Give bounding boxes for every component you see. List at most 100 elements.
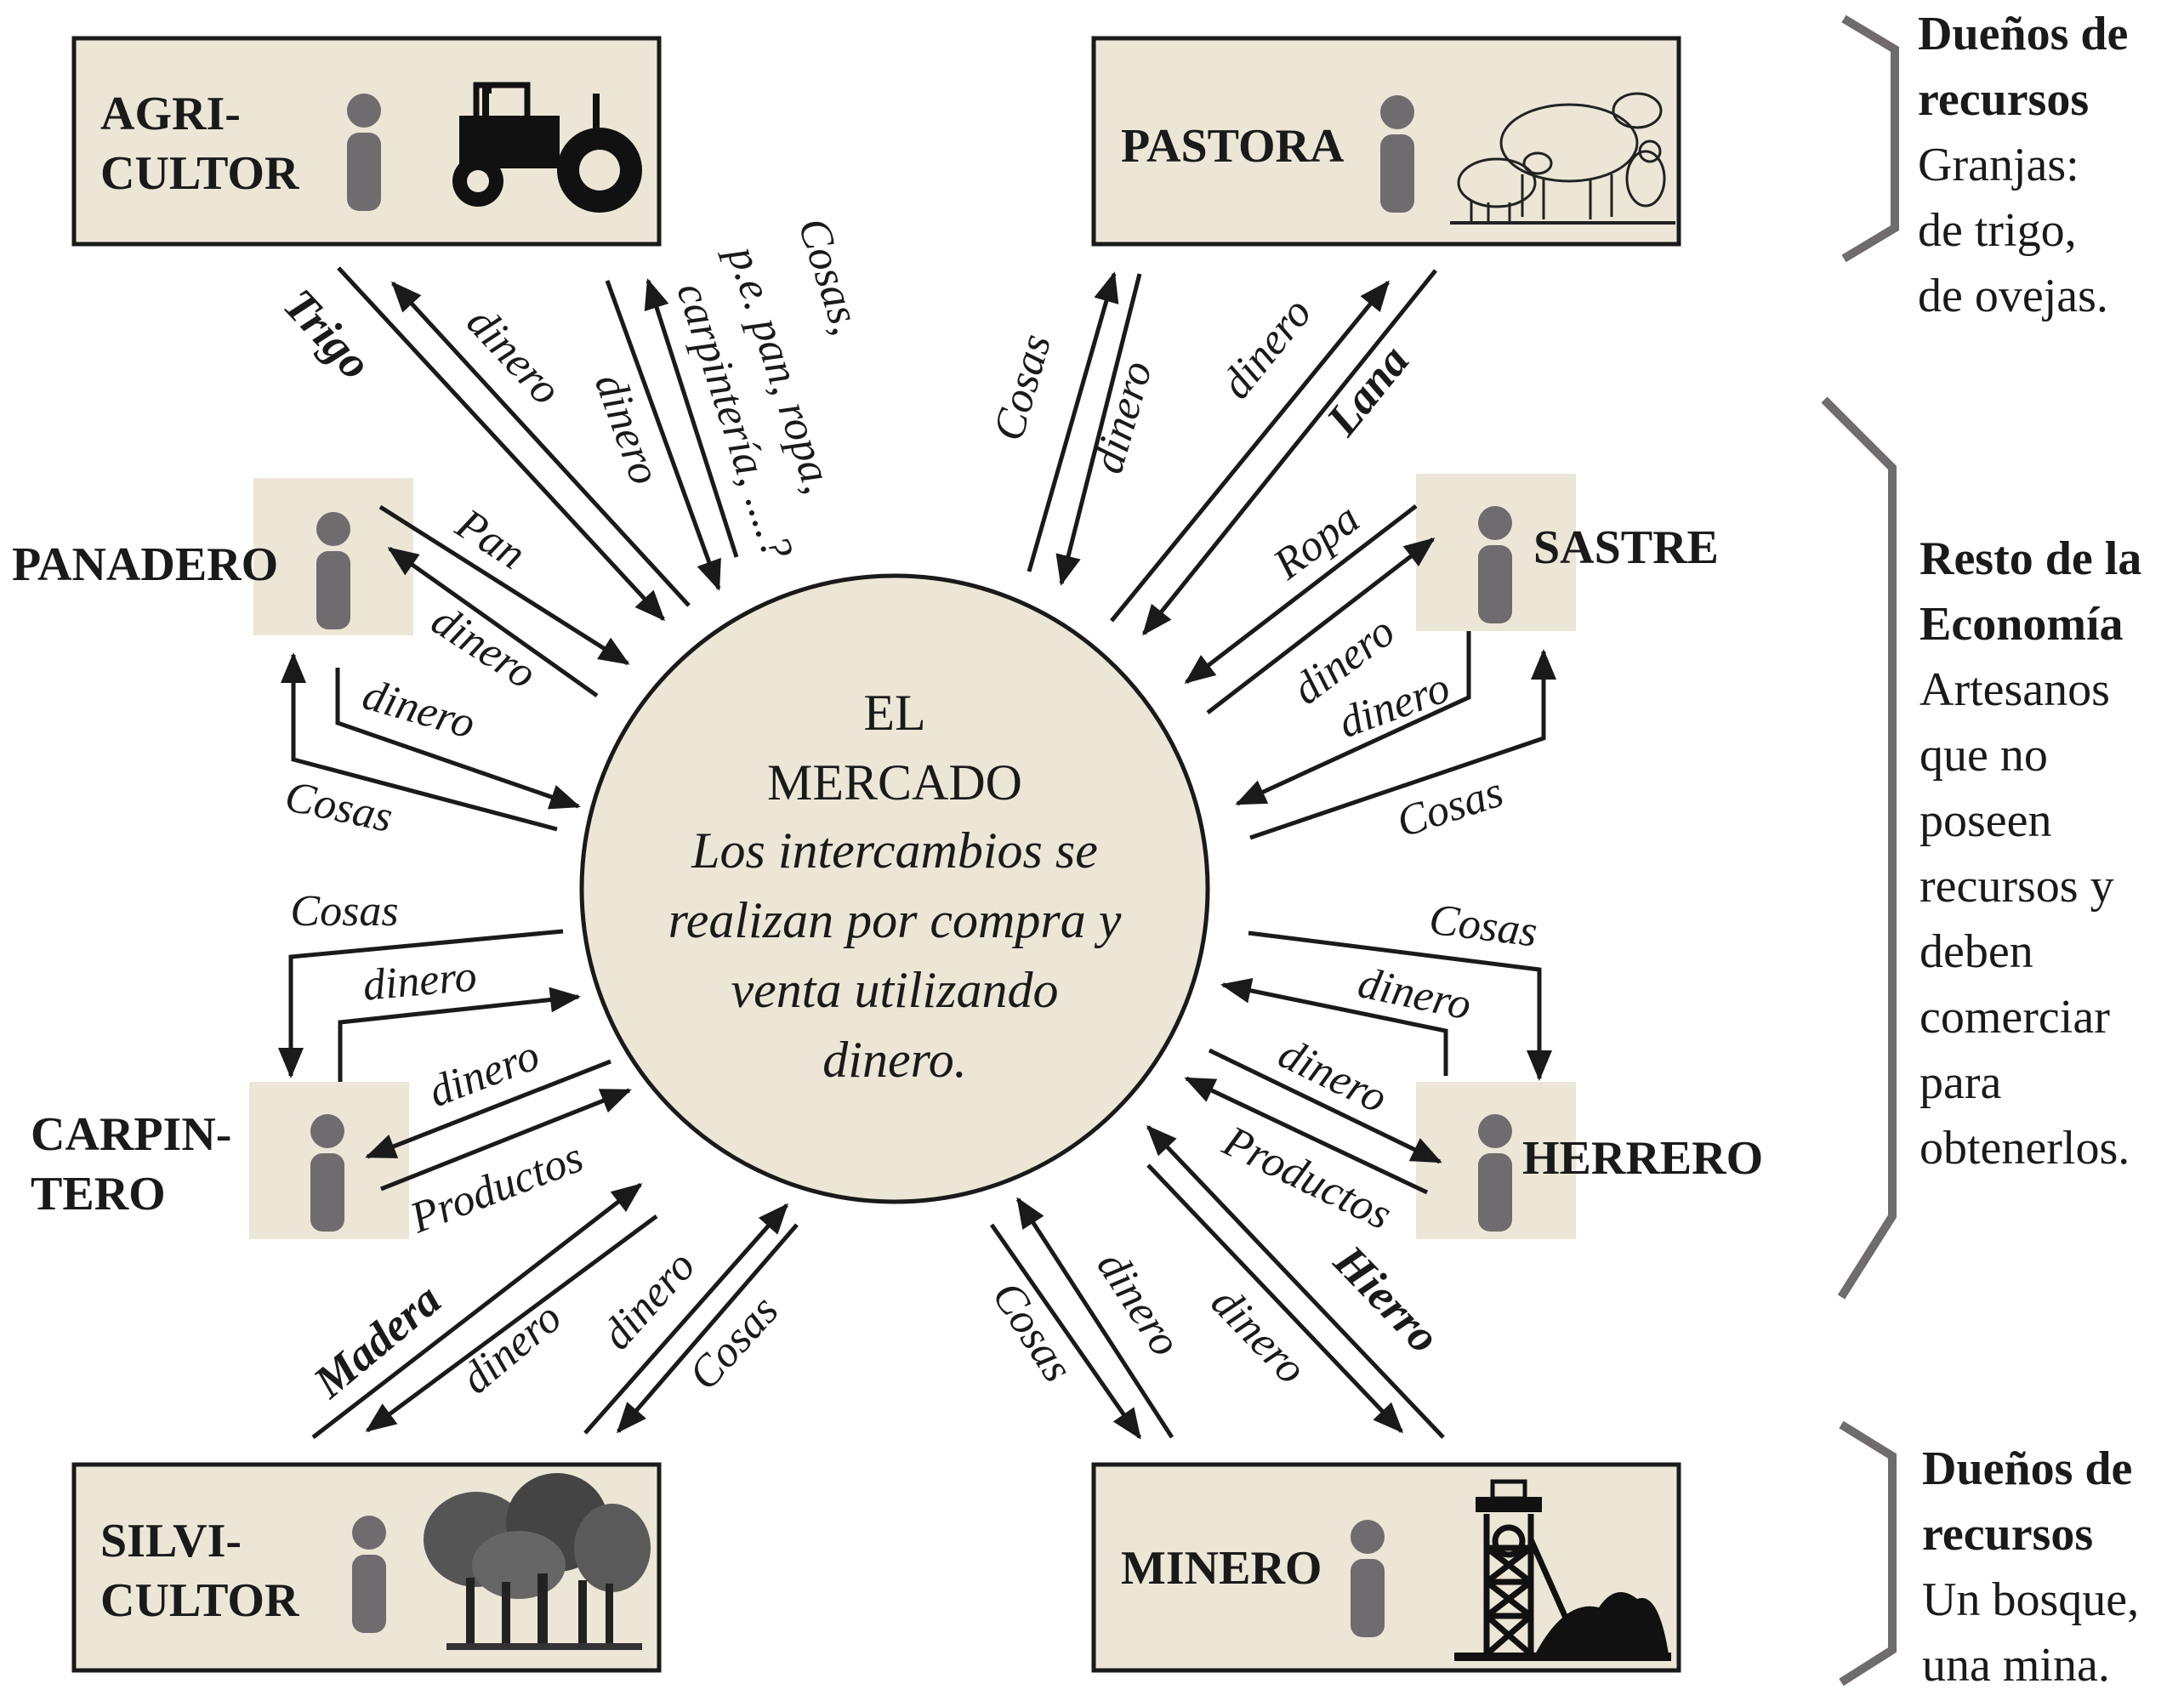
label-silvi-dinero-out: dinero	[593, 1242, 705, 1359]
silvicultor-label-line2: CULTOR	[100, 1574, 299, 1627]
market-desc-line3: venta utilizando	[731, 962, 1059, 1018]
arrow-panadero-dinero-out	[335, 668, 581, 810]
carpintero-label-line2: TERO	[31, 1168, 166, 1220]
arrow-minero-dinero-out	[1015, 1197, 1174, 1439]
minero-label: MINERO	[1121, 1542, 1322, 1595]
arrow-panadero-dinero-in	[387, 546, 599, 698]
label-pan: Pan	[446, 499, 533, 579]
arrow-pastora-cosas	[1027, 271, 1119, 572]
arrow-pan	[378, 504, 630, 666]
sidebar-middle-heading1: Resto de la	[1920, 532, 2141, 585]
sidebar-middle-heading2: Economía	[1920, 598, 2124, 651]
sastre-box	[1416, 474, 1576, 631]
label-panadero-dinero-in: dinero	[423, 596, 544, 699]
sidebar-bottom-heading2: recursos	[1922, 1508, 2093, 1561]
sidebar-top-heading2: recursos	[1918, 73, 2089, 126]
market-title-line2: MERCADO	[767, 754, 1022, 811]
person-icon	[1478, 506, 1512, 623]
sidebar-top-line2: de trigo,	[1918, 204, 2077, 257]
sidebar-middle-line4: recursos y	[1920, 860, 2114, 913]
arrow-lana	[1142, 269, 1437, 636]
arrow-agri-dinero-in	[390, 281, 691, 607]
pastora-label: PASTORA	[1121, 120, 1345, 173]
arrow-sastre-dinero-out	[1235, 631, 1471, 806]
arrow-silvi-dinero-in	[365, 1214, 658, 1433]
sidebar-middle-line6: comerciar	[1920, 991, 2110, 1044]
carpintero-label-line1: CARPIN-	[31, 1108, 231, 1161]
sidebar-middle-line7: para	[1920, 1056, 2002, 1109]
sidebar-middle-line2: que no	[1920, 729, 2048, 782]
arrow-carpintero-cosas	[278, 929, 564, 1078]
person-icon	[316, 512, 350, 629]
arrow-herrero-cosas	[1248, 930, 1552, 1081]
label-hierro: Hierro	[1324, 1235, 1450, 1363]
person-icon	[310, 1114, 344, 1232]
person-icon	[347, 94, 381, 211]
bracket-middle	[1821, 396, 1897, 1300]
agricultor-label-line1: AGRI-	[100, 88, 241, 140]
arrow-agri-dinero-out	[605, 280, 721, 591]
mine-headframe-icon	[1454, 1479, 1671, 1661]
person-icon	[352, 1516, 386, 1633]
bracket-bottom	[1839, 1420, 1897, 1687]
market-desc-line1: Los intercambios se	[691, 822, 1098, 879]
carpintero-box	[249, 1082, 409, 1239]
arrow-sastre-dinero-in	[1206, 538, 1436, 714]
sidebar-bottom-line2: una mina.	[1922, 1639, 2110, 1692]
label-minero-dinero-out: dinero	[1087, 1243, 1190, 1364]
sidebar-bottom-line1: Un bosque,	[1922, 1573, 2139, 1626]
agricultor-box: AGRI- CULTOR	[71, 36, 662, 247]
arrow-herrero-productos	[1184, 1076, 1429, 1195]
arrow-carpintero-productos	[380, 1088, 632, 1192]
sidebar-middle-line8: obtenerlos.	[1920, 1122, 2130, 1175]
minero-box: MINERO	[1091, 1462, 1681, 1673]
label-pastora-dinero-out: dinero	[1083, 356, 1162, 478]
arrow-pastora-dinero-out	[1055, 273, 1142, 586]
label-agri-dinero-out: dinero	[585, 367, 669, 491]
sheep-icon	[1450, 92, 1675, 225]
arrow-pastora-dinero-in	[1110, 280, 1390, 623]
market-title-line1: EL	[863, 685, 925, 741]
arrow-carpintero-dinero-in	[365, 1059, 611, 1159]
label-pastora-dinero-in: dinero	[1212, 289, 1322, 408]
label-ropa: Ropa	[1264, 494, 1368, 589]
arrow-panadero-cosas	[281, 652, 558, 832]
sidebar-top-line3: de ovejas.	[1918, 270, 2108, 322]
arrow-hierro	[1146, 1124, 1445, 1439]
label-carpintero-dinero-out: dinero	[361, 952, 478, 1010]
label-carpintero-productos: Productos	[403, 1133, 589, 1243]
label-pastora-cosas: Cosas	[984, 328, 1061, 446]
agricultor-label-line2: CULTOR	[100, 147, 299, 200]
label-carpintero-dinero-in: dinero	[422, 1031, 545, 1117]
arrow-minero-cosas	[989, 1223, 1142, 1440]
person-icon	[1351, 1520, 1385, 1637]
label-herrero-dinero-out: dinero	[1354, 959, 1476, 1030]
forest-icon	[424, 1473, 651, 1650]
market-desc-line2: realizan por compra y	[668, 892, 1122, 948]
arrow-silvi-dinero-out	[583, 1203, 788, 1435]
panadero-box	[253, 478, 413, 635]
arrow-sastre-cosas	[1249, 649, 1556, 840]
sidebar-top-heading1: Dueños de	[1918, 8, 2128, 60]
sidebar-middle-line1: Artesanos	[1920, 663, 2110, 716]
market-desc-line4: dinero.	[822, 1032, 966, 1088]
silvicultor-box: SILVI- CULTOR	[71, 1462, 662, 1673]
label-carpintero-cosas: Cosas	[290, 887, 398, 936]
sidebar-bottom-heading1: Dueños de	[1922, 1442, 2132, 1495]
arrow-trigo	[337, 266, 666, 622]
arrow-herrero-dinero-out	[1220, 977, 1448, 1076]
sidebar-middle-line3: poseen	[1920, 794, 2052, 847]
arrow-ropa	[1184, 504, 1418, 684]
herrero-label: HERRERO	[1522, 1132, 1763, 1185]
person-icon	[1380, 95, 1414, 213]
arrow-herrero-dinero-in	[1208, 1048, 1442, 1164]
label-minero-dinero-in: dinero	[1202, 1278, 1316, 1394]
market-circle: EL MERCADO Los intercambios se realizan …	[579, 573, 1210, 1204]
arrow-minero-dinero-in	[1146, 1163, 1404, 1434]
sidebar-top-line1: Granjas:	[1918, 139, 2079, 191]
panadero-label: PANADERO	[12, 538, 278, 591]
pastora-box: PASTORA	[1091, 36, 1681, 247]
arrow-cosas-to-agri	[644, 278, 739, 558]
label-herrero-cosas: Cosas	[1426, 896, 1539, 957]
